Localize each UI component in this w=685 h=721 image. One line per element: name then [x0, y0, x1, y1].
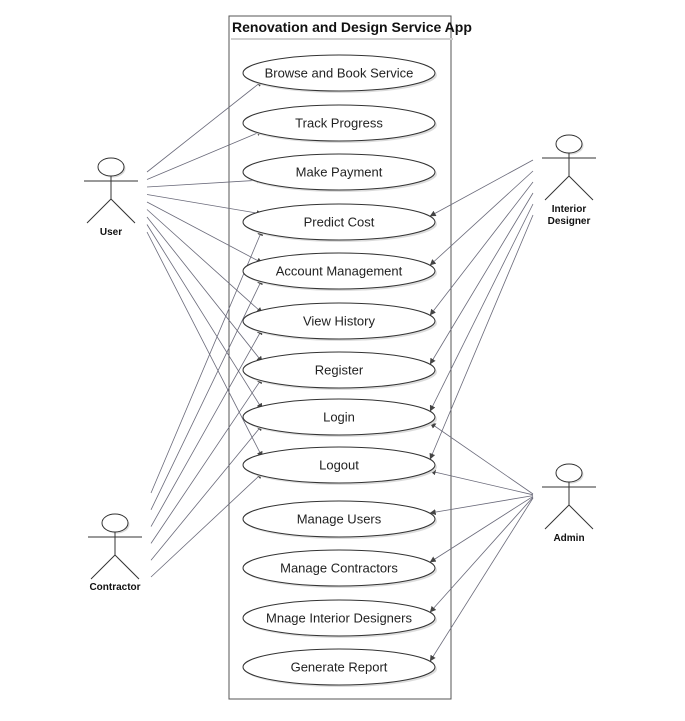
use-case-report: Generate Report — [242, 648, 437, 687]
use-case-label: Logout — [319, 458, 359, 473]
association-user-track — [146, 130, 263, 180]
association-user-login — [146, 224, 263, 410]
use-case-ellipse — [242, 549, 436, 587]
association-designer-login — [429, 203, 534, 412]
use-case-browse: Browse and Book Service — [242, 54, 437, 93]
association-admin-login — [429, 422, 534, 495]
use-case-ellipse — [242, 54, 436, 92]
association-user-predict — [146, 194, 263, 217]
actor-head — [555, 134, 583, 154]
use-case-register: Register — [242, 351, 437, 390]
actor-right-leg — [568, 175, 594, 201]
actor-right-leg — [568, 504, 594, 530]
association-designer-account — [429, 170, 534, 266]
association-user-logout — [146, 231, 263, 458]
association-contractor-logout — [150, 472, 263, 578]
association-designer-predict — [429, 159, 534, 217]
association-admin-manage_designers — [429, 496, 534, 613]
use-case-ellipse — [242, 302, 436, 340]
use-case-ellipse — [242, 500, 436, 538]
actor-label: Contractor — [89, 582, 140, 593]
use-case-account: Account Management — [242, 252, 437, 291]
actor-left-leg — [90, 554, 116, 580]
use-case-label: Predict Cost — [304, 215, 375, 230]
use-case-ellipse — [242, 351, 436, 389]
use-case-label: Generate Report — [291, 660, 388, 675]
use-case-ellipse — [242, 599, 436, 637]
system-title-shadow — [231, 38, 453, 40]
use-case-ellipse — [242, 446, 436, 484]
actor-label: Designer — [548, 216, 591, 227]
actor-head — [97, 157, 125, 177]
use-case-payment: Make Payment — [242, 153, 437, 192]
use-case-label: Login — [323, 410, 355, 425]
use-case-label: Manage Users — [297, 512, 382, 527]
use-case-manage-contractors: Manage Contractors — [242, 549, 437, 588]
actor-user: User — [84, 157, 138, 238]
use-case-login: Login — [242, 398, 437, 437]
association-admin-report — [429, 497, 534, 662]
association-admin-logout — [429, 469, 534, 496]
use-case-predict: Predict Cost — [242, 203, 437, 242]
actor-right-leg — [110, 198, 136, 224]
association-user-browse — [146, 80, 263, 173]
diagram-title: Renovation and Design Service App — [232, 19, 472, 35]
use-case-ellipse — [242, 398, 436, 436]
use-case-logout: Logout — [242, 446, 437, 485]
actor-left-leg — [86, 198, 112, 224]
use-case-track: Track Progress — [242, 104, 437, 143]
use-case-history: View History — [242, 302, 437, 341]
use-case-manage-users: Manage Users — [242, 500, 437, 539]
association-admin-manage_contractors — [429, 496, 534, 563]
association-user-register — [146, 216, 263, 363]
use-case-label: Mnage Interior Designers — [266, 611, 412, 626]
association-user-history — [146, 209, 263, 314]
association-designer-logout — [429, 214, 534, 460]
actor-head — [555, 463, 583, 483]
association-contractor-register — [150, 377, 263, 544]
association-user-account — [146, 201, 263, 264]
use-case-ellipse — [242, 153, 436, 191]
association-contractor-login — [150, 424, 263, 561]
association-contractor-history — [150, 328, 263, 527]
actor-right-leg — [114, 554, 140, 580]
association-contractor-account — [150, 278, 263, 510]
use-case-label: Account Management — [276, 264, 403, 279]
association-admin-manage_users — [429, 495, 534, 516]
use-case-ellipse — [242, 648, 436, 686]
actor-left-leg — [544, 175, 570, 201]
association-designer-history — [429, 181, 534, 316]
use-case-label: View History — [303, 314, 376, 329]
use-case-ellipse — [242, 252, 436, 290]
association-designer-register — [429, 192, 534, 365]
use-case-ellipse — [242, 203, 436, 241]
use-case-label: Track Progress — [295, 116, 383, 131]
association-lines — [146, 80, 534, 662]
actor-left-leg — [544, 504, 570, 530]
association-user-payment — [146, 177, 263, 188]
actor-admin: Admin — [542, 463, 596, 544]
use-case-ellipse — [242, 104, 436, 142]
use-case-manage-designers: Mnage Interior Designers — [242, 599, 437, 638]
actor-label: Admin — [553, 533, 584, 544]
use-case-label: Make Payment — [296, 165, 383, 180]
actor-label: User — [100, 227, 122, 238]
use-case-label: Manage Contractors — [280, 561, 398, 576]
use-case-label: Browse and Book Service — [265, 66, 414, 81]
actor-contractor: Contractor — [88, 513, 142, 593]
use-case-label: Register — [315, 363, 364, 378]
actor-head — [101, 513, 129, 533]
actor-label: Interior — [552, 204, 587, 215]
